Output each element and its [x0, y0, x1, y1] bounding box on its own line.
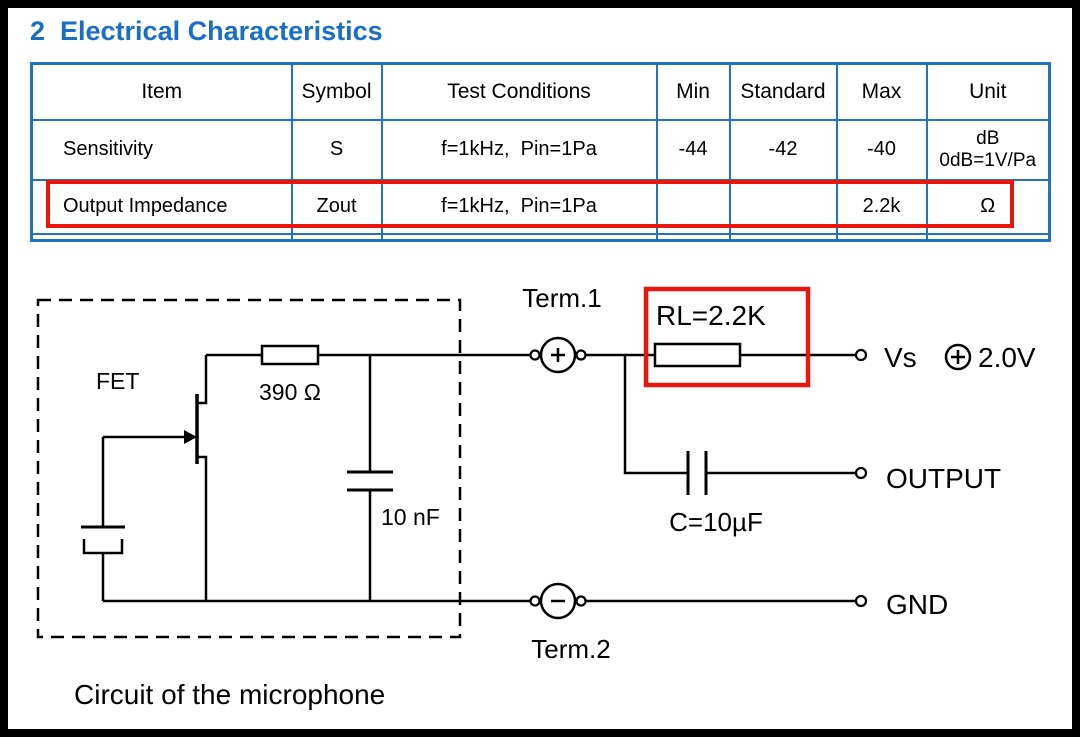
resistor-390-symbol [260, 344, 320, 366]
load-resistor-symbol [653, 342, 742, 368]
dashed-enclosure [36, 298, 462, 639]
circuit-caption: Circuit of the microphone [74, 679, 385, 710]
terminal-node [575, 595, 587, 607]
cell-min [655, 178, 731, 235]
supply-value-label: 2.0V [978, 342, 1036, 373]
supply-prefix-label: Vs [884, 342, 917, 373]
supply-plus-icon [951, 350, 965, 364]
fet-symbol [184, 394, 199, 464]
table-header-row: Item Symbol Test Conditions Min Standard… [30, 62, 1051, 121]
table-row-sensitivity: Sensitivity S f=1kHz, Pin=1Pa -44 -42 -4… [30, 118, 1051, 181]
col-header-symbol: Symbol [290, 62, 383, 121]
cell-max: 2.2k [835, 178, 928, 235]
cell-symbol: Zout [290, 178, 383, 235]
cap10nf-plates [347, 470, 393, 492]
fet-gate-arrow-icon [184, 430, 197, 444]
unit-line: 0dB=1V/Pa [939, 149, 1037, 171]
cell-item: Sensitivity [30, 118, 293, 181]
gnd-label: GND [886, 589, 948, 620]
cell-standard: -42 [728, 118, 838, 181]
term1-plus-icon [551, 348, 565, 362]
unit-line: dB [976, 128, 1000, 150]
table-row-cropped [30, 232, 1051, 242]
col-header-min: Min [655, 62, 731, 121]
coupling-cap-plates [686, 451, 708, 495]
internal-resistor-label: 390 Ω [259, 379, 321, 405]
output-label: OUTPUT [886, 463, 1001, 494]
fet-source-wire [197, 455, 208, 601]
terminal-node [529, 595, 541, 607]
term2-label: Term.2 [531, 634, 610, 664]
col-header-standard: Standard [728, 62, 838, 121]
circuit-wires [101, 353, 861, 603]
col-header-item: Item [30, 62, 293, 121]
cell-test-conditions: f=1kHz, Pin=1Pa [380, 178, 658, 235]
highlight-box-load-resistor [643, 286, 811, 388]
coupling-cap-label: C=10µF [669, 507, 763, 537]
col-header-test-conditions: Test Conditions [380, 62, 658, 121]
cell-test-conditions: f=1kHz, Pin=1Pa [380, 118, 658, 181]
cell-item: Output Impedance [30, 178, 293, 235]
gnd-terminal-node [854, 594, 868, 608]
output-branch-wire [623, 355, 861, 475]
supply-plus-circle [944, 343, 972, 371]
capsule-cup [82, 539, 124, 555]
table-row-output-impedance: Output Impedance Zout f=1kHz, Pin=1Pa 2.… [30, 178, 1051, 235]
cell-standard [728, 178, 838, 235]
vs-terminal-node [854, 348, 868, 362]
col-header-unit: Unit [925, 62, 1051, 121]
load-resistor-label: RL=2.2K [656, 300, 766, 331]
cell-unit: dB 0dB=1V/Pa [925, 118, 1051, 181]
output-terminal-node [854, 466, 868, 480]
terminal-node [529, 349, 541, 361]
terminal-node [575, 349, 587, 361]
cell-unit: Ω [925, 178, 1051, 235]
cell-min: -44 [655, 118, 731, 181]
fet-label: FET [96, 368, 139, 394]
col-header-max: Max [835, 62, 928, 121]
cell-max: -40 [835, 118, 928, 181]
cell-symbol: S [290, 118, 383, 181]
electrical-characteristics-table: Item Symbol Test Conditions Min Standard… [30, 62, 1051, 242]
electret-capsule-symbol [81, 525, 125, 555]
section-title: 2 Electrical Characteristics [30, 16, 383, 46]
internal-cap-label: 10 nF [381, 504, 440, 530]
term1-label: Term.1 [522, 283, 601, 313]
microphone-circuit-diagram: Term.1 RL=2.2K Vs 2.0V OUTPUT C=10µF GND… [36, 283, 1036, 710]
fet-drain-wire [197, 355, 208, 405]
